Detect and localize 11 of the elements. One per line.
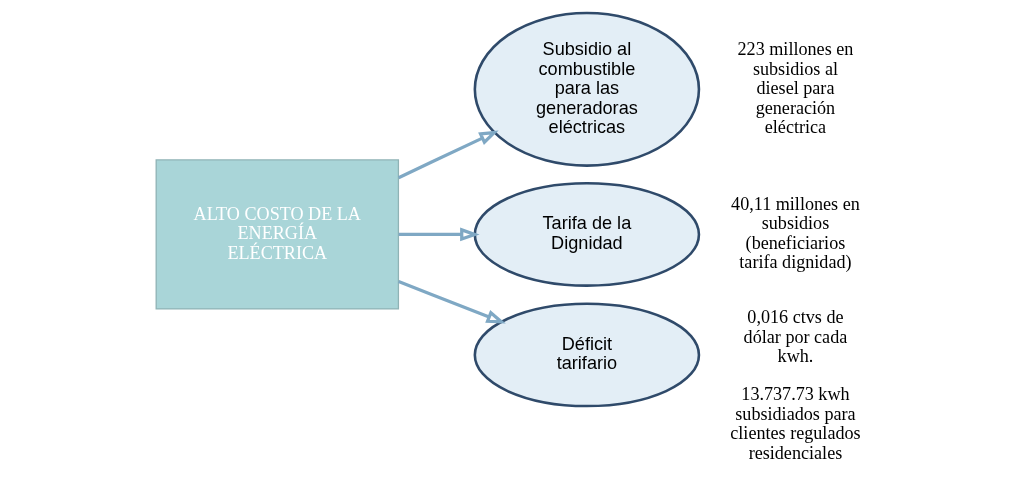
node-ellipse: Tarifa de la Dignidad [473,181,700,287]
node-label: 223 millones en subsidios al diesel para generación eléctrica [737,39,853,137]
node-ellipse: Subsidio al combustible para las generadoras eléctricas [473,11,700,167]
arrow [398,227,480,242]
arrow [397,280,506,324]
node-label: 13.737.73 kwh subsidiados para clientes regulados residenciales [729,384,861,463]
node-label: 40,11 millones en subsidios (beneficiarios tarifa dignidad) [730,194,860,273]
node-box: ALTO COSTO DE LA ENERGÍA ELÉCTRICA [155,159,399,310]
arrow [397,130,499,180]
node-ellipse: Déficit tarifario [473,302,700,408]
node-label: 0,016 ctvs de dólar por cada kwh. [743,307,847,367]
